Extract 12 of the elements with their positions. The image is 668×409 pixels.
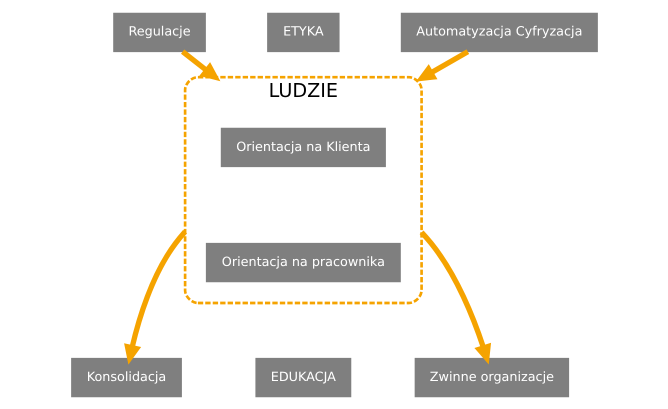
- arrow: [415, 48, 469, 82]
- node-box: Konsolidacja: [70, 357, 182, 397]
- node-box: Automatyzacja Cyfryzacja: [400, 12, 598, 52]
- node-box: ETYKA: [266, 12, 340, 52]
- arrow: [124, 229, 187, 364]
- node-box: Orientacja na pracownika: [205, 242, 400, 282]
- node-box: Zwinne organizacje: [414, 357, 569, 397]
- arrow: [419, 230, 491, 364]
- node-box: Regulacje: [112, 12, 206, 52]
- node-box: EDUKACJA: [254, 357, 351, 397]
- arrow: [180, 49, 220, 81]
- node-box: Orientacja na Klienta: [220, 127, 386, 167]
